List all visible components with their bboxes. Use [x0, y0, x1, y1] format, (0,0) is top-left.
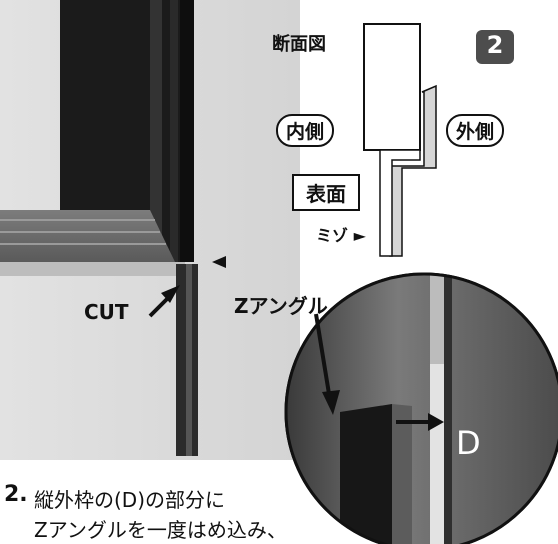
instruction-line-2: Zアングルを一度はめ込み、 — [34, 518, 287, 542]
inner-side-label: 内側 — [276, 114, 335, 147]
groove-label: ミゾ ► — [316, 226, 366, 245]
instruction-line-1: 縦外枠の(D)の部分に — [34, 488, 226, 512]
surface-label: 表面 — [292, 174, 360, 211]
d-label: D — [456, 424, 481, 462]
cross-section-diagram — [363, 23, 437, 257]
instruction-step-number: 2. — [4, 482, 28, 507]
step-badge: 2 — [486, 31, 504, 59]
cut-label: CUT — [84, 300, 129, 324]
z-angle-label: Zアングル — [234, 294, 328, 318]
outer-side-label: 外側 — [446, 114, 505, 147]
arrows — [148, 285, 444, 431]
diagram-title: 断面図 — [272, 34, 326, 55]
